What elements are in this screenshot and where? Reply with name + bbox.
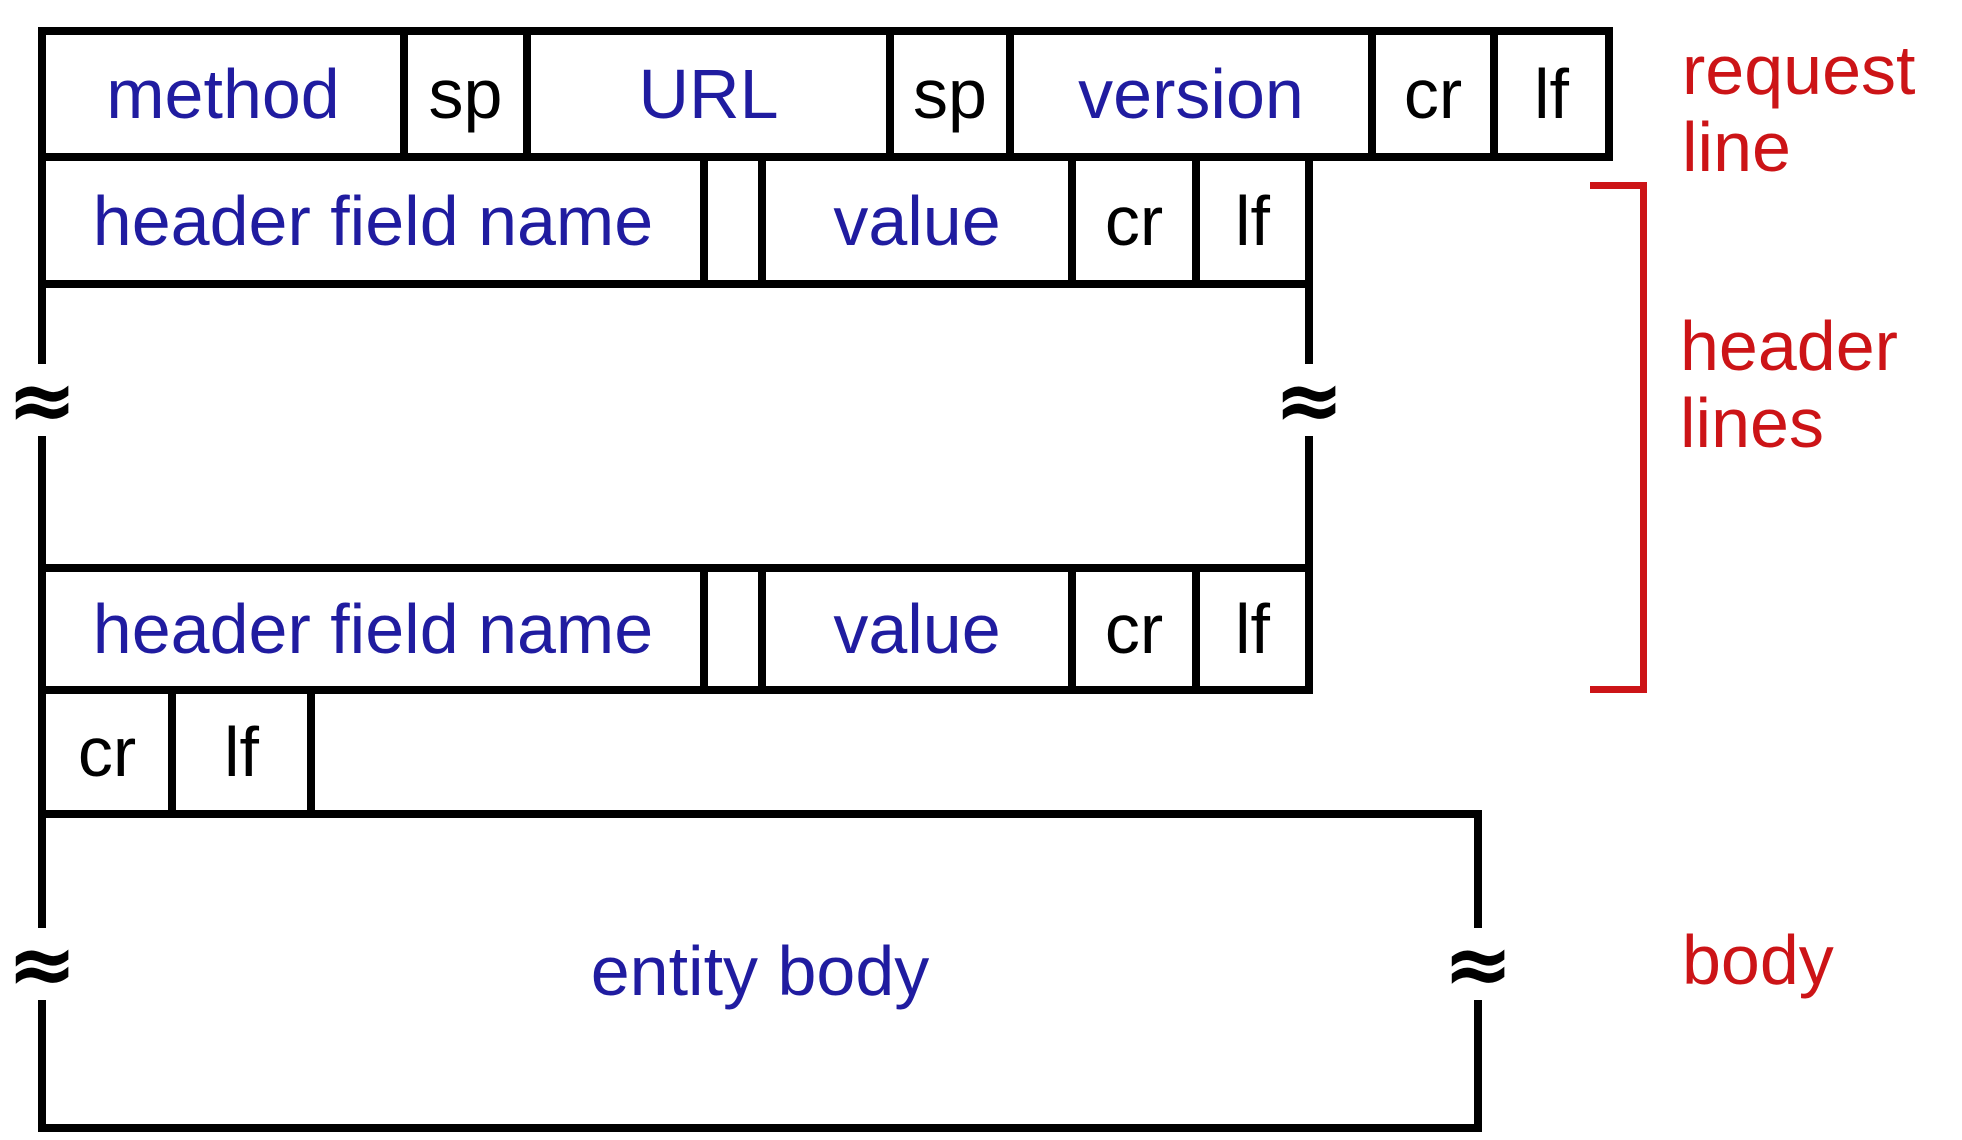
lf-field-request-line: lf [1490, 27, 1613, 161]
separator-box-2 [700, 564, 766, 694]
version-field: version [1006, 27, 1376, 161]
header-lines-label-line1: header [1680, 307, 1898, 385]
header-field-name-box-2: header field name [38, 564, 708, 694]
value-box-1: value [758, 153, 1076, 288]
request-line-label: request line [1682, 32, 1915, 186]
header-field-name-box-1: header field name [38, 153, 708, 288]
url-field: URL [523, 27, 894, 161]
header-lines-continuation-box [38, 280, 1313, 572]
cr-field-header-2: cr [1068, 564, 1200, 694]
value-box-2: value [758, 564, 1076, 694]
sp-field-1: sp [400, 27, 531, 161]
header-lines-label: header lines [1680, 308, 1898, 462]
body-label: body [1682, 922, 1834, 999]
lf-field-blank-line: lf [168, 686, 315, 818]
continuation-mark-body-left: ≈ [6, 915, 78, 1013]
separator-box-1 [700, 153, 766, 288]
method-field: method [38, 27, 408, 161]
cr-field-header-1: cr [1068, 153, 1200, 288]
cr-field-request-line: cr [1368, 27, 1498, 161]
request-line-label-line1: request [1682, 31, 1916, 109]
lf-field-header-2: lf [1192, 564, 1313, 694]
continuation-mark-body-right: ≈ [1442, 915, 1514, 1013]
lf-field-header-1: lf [1192, 153, 1313, 288]
sp-field-2: sp [886, 27, 1014, 161]
header-lines-label-line2: lines [1680, 384, 1824, 462]
entity-body-box: entity body [38, 810, 1482, 1132]
request-line-label-line2: line [1682, 108, 1791, 186]
header-lines-bracket [1590, 182, 1647, 693]
continuation-mark-header-left: ≈ [6, 351, 78, 449]
body-label-line1: body [1682, 921, 1834, 999]
cr-field-blank-line: cr [38, 686, 176, 818]
continuation-mark-header-right: ≈ [1273, 351, 1345, 449]
